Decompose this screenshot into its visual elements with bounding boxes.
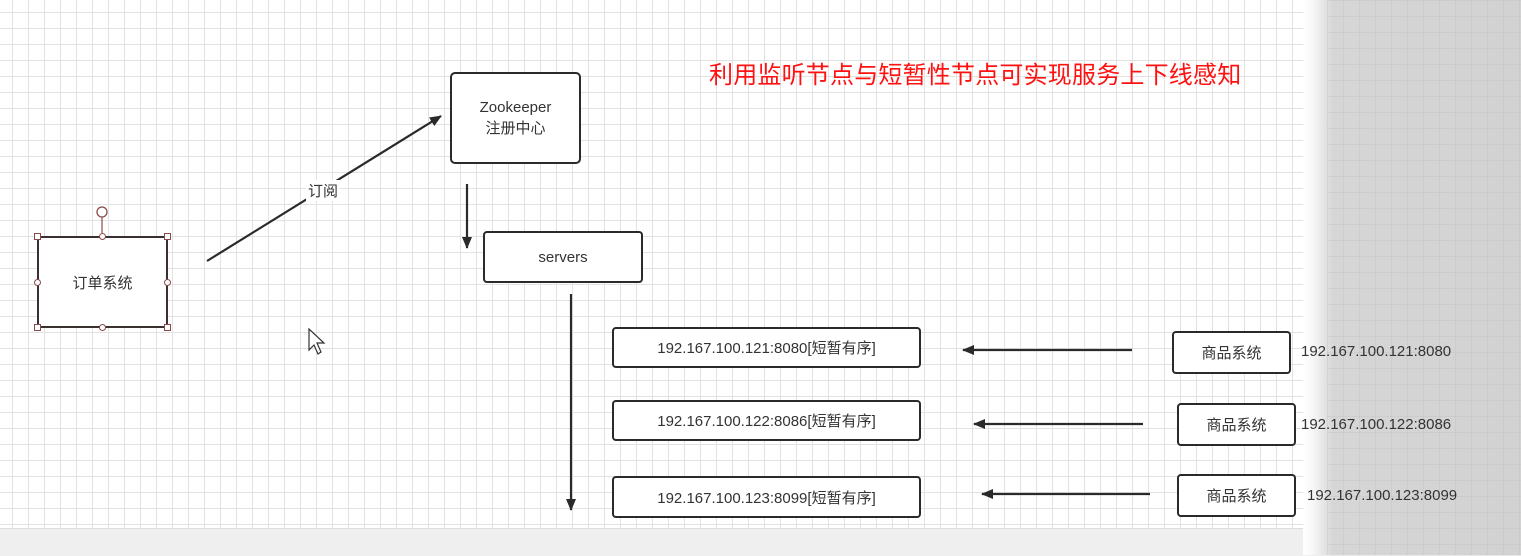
goods-system-node[interactable]: 商品系统 bbox=[1177, 403, 1296, 446]
goods-system-node[interactable]: 商品系统 bbox=[1172, 331, 1291, 374]
resize-handle-sw[interactable] bbox=[34, 324, 41, 331]
resize-handle-nw[interactable] bbox=[34, 233, 41, 240]
resize-handle-se[interactable] bbox=[164, 324, 171, 331]
diagram-canvas[interactable] bbox=[0, 0, 1303, 528]
ephemeral-node[interactable]: 192.167.100.122:8086[短暂有序] bbox=[612, 400, 921, 441]
zookeeper-node[interactable]: Zookeeper 注册中心 bbox=[450, 72, 581, 164]
ephemeral-node[interactable]: 192.167.100.123:8099[短暂有序] bbox=[612, 476, 921, 518]
goods-system-ip-label: 192.167.100.122:8086 bbox=[1301, 416, 1452, 433]
goods-system-ip-label: 192.167.100.121:8080 bbox=[1301, 343, 1452, 360]
zookeeper-subtitle: 注册中心 bbox=[485, 120, 546, 137]
right-side-panel bbox=[1303, 0, 1521, 555]
goods-system-label: 商品系统 bbox=[1201, 345, 1262, 362]
resize-handle-ne[interactable] bbox=[164, 233, 171, 240]
goods-system-ip-label: 192.167.100.123:8099 bbox=[1307, 487, 1458, 504]
bottom-scroll-strip bbox=[0, 528, 1330, 556]
headline-annotation: 利用监听节点与短暂性节点可实现服务上下线感知 bbox=[709, 62, 1242, 89]
resize-handle-e[interactable] bbox=[164, 279, 171, 286]
resize-handle-w[interactable] bbox=[34, 279, 41, 286]
goods-system-label: 商品系统 bbox=[1206, 417, 1267, 434]
goods-system-label: 商品系统 bbox=[1206, 488, 1267, 505]
rotate-handle[interactable] bbox=[96, 206, 108, 218]
resize-handle-s[interactable] bbox=[99, 324, 106, 331]
ephemeral-node-label: 192.167.100.122:8086[短暂有序] bbox=[657, 413, 876, 430]
zookeeper-title: Zookeeper bbox=[479, 99, 552, 116]
servers-label: servers bbox=[538, 248, 588, 266]
ephemeral-node[interactable]: 192.167.100.121:8080[短暂有序] bbox=[612, 327, 921, 368]
mouse-cursor-icon bbox=[308, 327, 326, 355]
order-system-label: 订单系统 bbox=[72, 274, 133, 292]
order-system-node[interactable]: 订单系统 bbox=[37, 236, 168, 328]
subscribe-edge-label: 订阅 bbox=[306, 180, 341, 201]
ephemeral-node-label: 192.167.100.121:8080[短暂有序] bbox=[657, 340, 876, 357]
resize-handle-n[interactable] bbox=[99, 233, 106, 240]
ephemeral-node-label: 192.167.100.123:8099[短暂有序] bbox=[657, 489, 876, 507]
goods-system-node[interactable]: 商品系统 bbox=[1177, 474, 1296, 517]
servers-node[interactable]: servers bbox=[483, 231, 643, 283]
